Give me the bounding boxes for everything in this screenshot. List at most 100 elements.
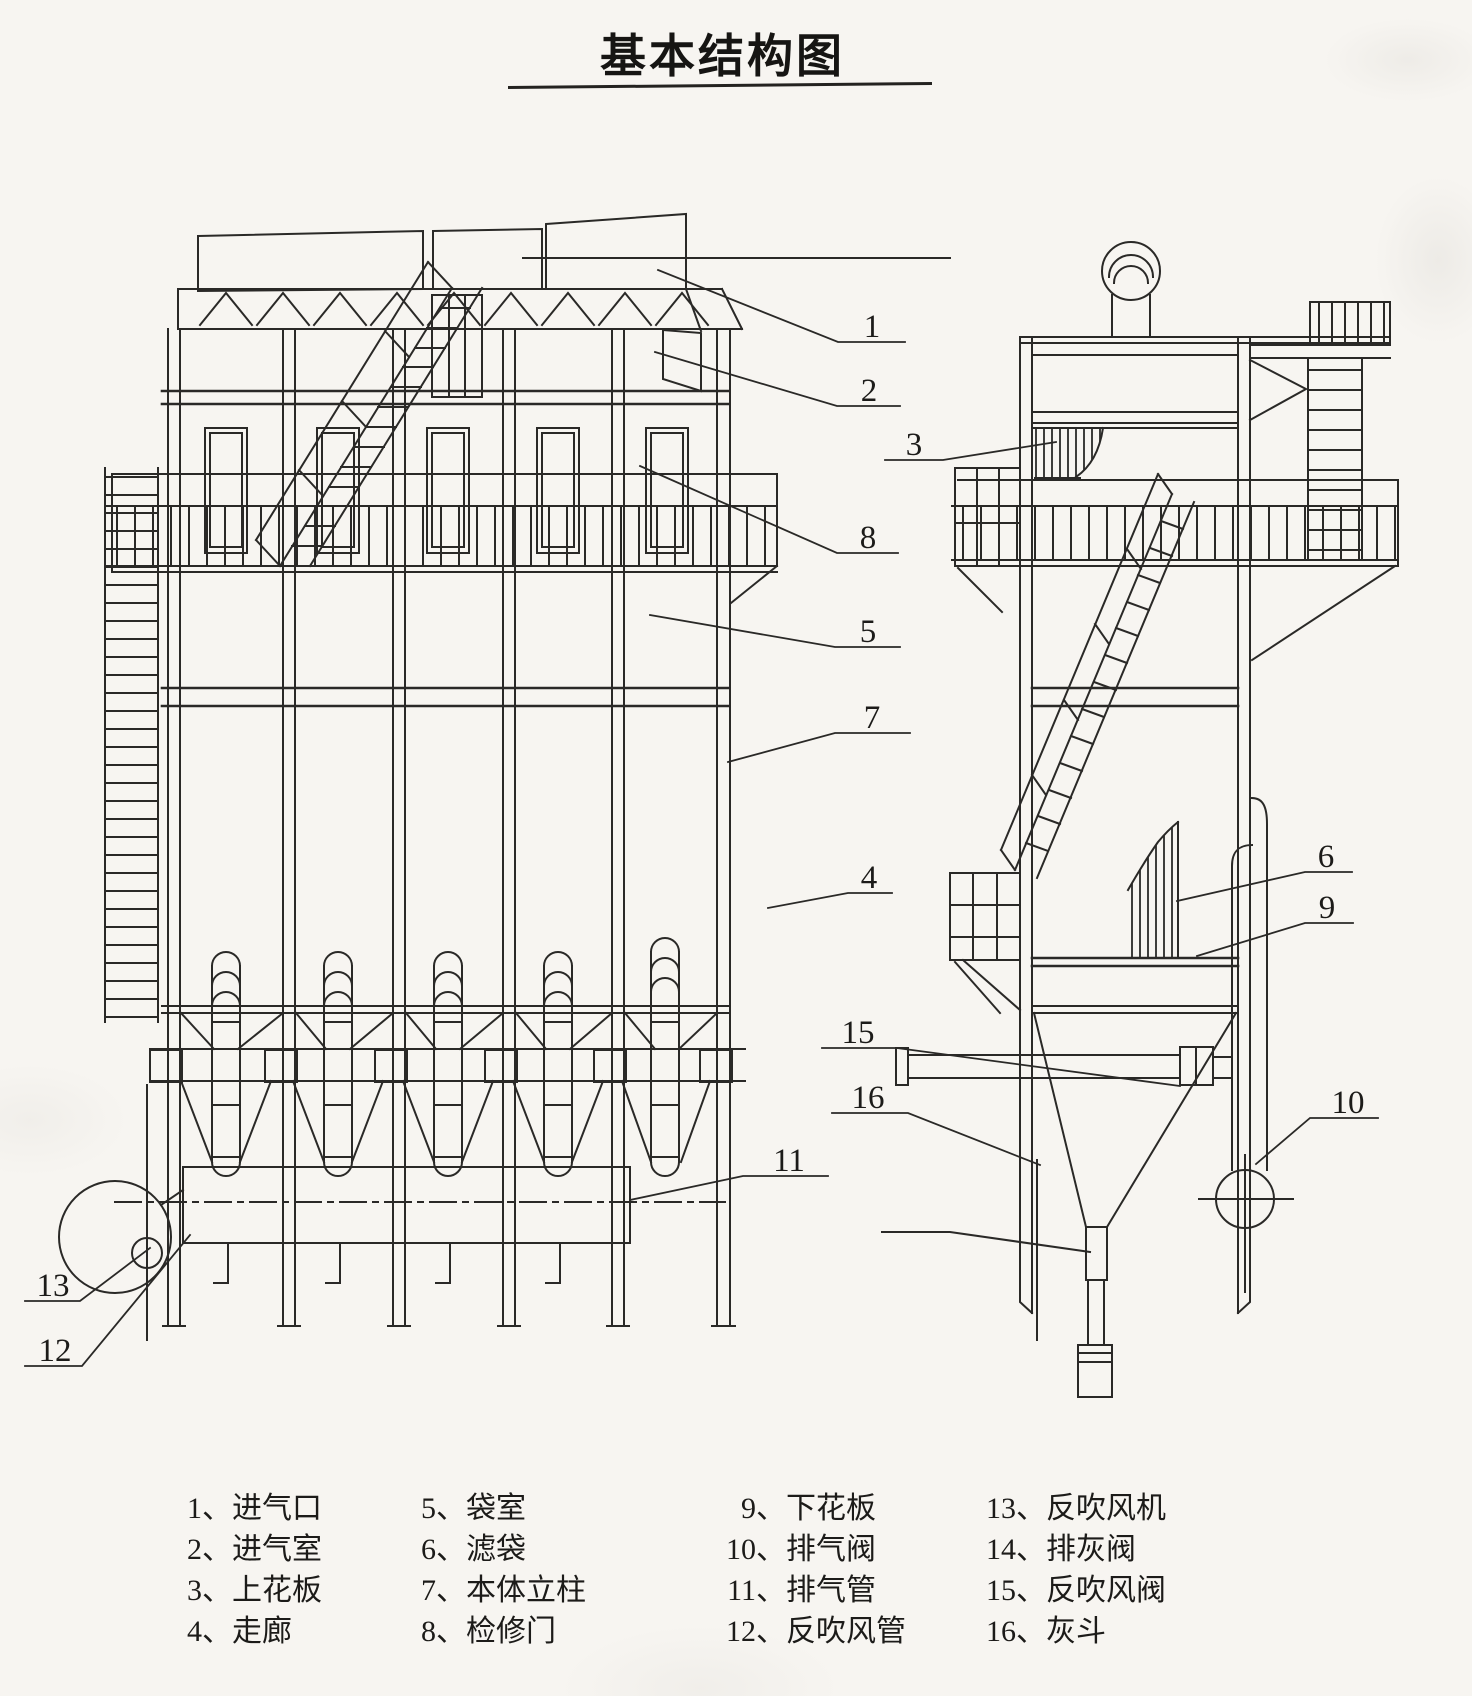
- legend-item: 4、走廊: [158, 1611, 322, 1652]
- top-right-platform: [1249, 301, 1391, 359]
- callout-13-number: 13: [37, 1268, 70, 1304]
- legend-item-name: 排气管: [786, 1574, 876, 1607]
- callout-16-number: 16: [852, 1080, 885, 1116]
- legend-item: 9、下花板: [712, 1488, 906, 1529]
- legend-item-num: 1: [187, 1492, 202, 1525]
- legend-item-num: 11: [727, 1574, 756, 1607]
- callout-10-number: 10: [1332, 1085, 1365, 1121]
- legend-item-name: 袋室: [466, 1492, 526, 1525]
- front-view: [58, 212, 779, 1341]
- legend-item-sep: 、: [1016, 1492, 1046, 1525]
- top-beams: [160, 389, 730, 406]
- callout-10: 10: [1254, 1085, 1379, 1166]
- hopper-section: [149, 1005, 746, 1164]
- legend-item-num: 15: [986, 1574, 1016, 1607]
- ash-discharge-valve: [1077, 1344, 1113, 1398]
- callout-9-number: 9: [1319, 890, 1336, 926]
- callout-7-number: 7: [864, 700, 881, 736]
- legend-item-num: 10: [726, 1533, 756, 1566]
- legend-item-num: 8: [421, 1615, 436, 1648]
- filter-bags: [1126, 820, 1180, 958]
- staircase-side: [999, 472, 1196, 880]
- legend-item: 7、本体立柱: [392, 1570, 586, 1611]
- callout-11-number: 11: [773, 1143, 805, 1179]
- column-bearing-blocks: [149, 1049, 733, 1083]
- legend-item: 13、反吹风机: [972, 1488, 1166, 1529]
- body-columns: [162, 328, 736, 1327]
- vent-stub: [1111, 294, 1151, 338]
- legend-item: 2、进气室: [158, 1529, 322, 1570]
- upper-left-platform: [954, 467, 1021, 567]
- side-view: [895, 241, 1399, 1398]
- page-title: 基本结构图: [600, 30, 845, 82]
- callout-15-number: 15: [842, 1015, 875, 1051]
- callout-4-number: 4: [861, 860, 878, 896]
- ash-hopper: [1031, 1005, 1239, 1398]
- legend-item: 15、反吹风阀: [972, 1570, 1166, 1611]
- stair-top-cage: [431, 294, 483, 398]
- legend-item: 6、滤袋: [392, 1529, 586, 1570]
- legend-column-3: 9、下花板 10、排气阀 11、排气管 12、反吹风管: [712, 1488, 906, 1652]
- lower-left-platform: [949, 872, 1022, 1015]
- legend-item-sep: 、: [436, 1574, 466, 1607]
- lower-tube-sheet: [1030, 956, 1240, 968]
- legend-item-num: 6: [421, 1533, 436, 1566]
- callout-2-number: 2: [861, 373, 878, 409]
- callout-8-number: 8: [860, 520, 877, 556]
- callout-12: 12: [24, 1233, 192, 1369]
- legend-item: 1、进气口: [158, 1488, 322, 1529]
- legend-item-sep: 、: [756, 1533, 786, 1566]
- legend-item-name: 排灰阀: [1046, 1533, 1136, 1566]
- legend-item: 16、灰斗: [972, 1611, 1166, 1652]
- legend-item-name: 灰斗: [1046, 1615, 1106, 1648]
- side-mid-beams: [1030, 686, 1240, 708]
- callout-5: 5: [648, 613, 901, 650]
- callout-15: 15: [821, 1015, 1182, 1088]
- legend-item: 10、排气阀: [712, 1529, 906, 1570]
- side-columns: [1019, 336, 1251, 1315]
- legend-item-name: 滤袋: [466, 1533, 526, 1566]
- legend-item: 11、排气管: [712, 1570, 906, 1611]
- legend-item-sep: 、: [202, 1533, 232, 1566]
- legend-column-1: 1、进气口 2、进气室 3、上花板 4、走廊: [158, 1488, 322, 1652]
- legend-item-sep: 、: [436, 1615, 466, 1648]
- discharge-valve-leader: [881, 1231, 1092, 1254]
- legend-item-sep: 、: [1016, 1533, 1046, 1566]
- legend-item-num: 2: [187, 1533, 202, 1566]
- side-ladder-left: [104, 467, 159, 1023]
- legend-item-name: 上花板: [232, 1574, 322, 1607]
- callout-3: 3: [884, 427, 1058, 463]
- inlet-drop-duct: [662, 287, 703, 393]
- legend-item-name: 本体立柱: [466, 1574, 586, 1607]
- legend-item-name: 反吹风阀: [1046, 1574, 1166, 1607]
- blowback-fan: [58, 1084, 185, 1341]
- legend-item-sep: 、: [436, 1492, 466, 1525]
- callout-13: 13: [24, 1246, 152, 1304]
- legend-item-sep: 、: [756, 1492, 786, 1525]
- legend-item-sep: 、: [1016, 1615, 1046, 1648]
- hopper-cones: [179, 1079, 712, 1164]
- legend-item-num: 16: [986, 1615, 1016, 1648]
- callout-1-number: 1: [864, 309, 881, 345]
- legend-item-num: 14: [986, 1533, 1016, 1566]
- legend-item-name: 反吹风管: [786, 1615, 906, 1648]
- legend-item-sep: 、: [1016, 1574, 1046, 1607]
- legend-column-4: 13、反吹风机 14、排灰阀 15、反吹风阀 16、灰斗: [972, 1488, 1166, 1652]
- callout-4: 4: [766, 860, 893, 910]
- exhaust-pipe: [1198, 796, 1294, 1293]
- legend-item: 3、上花板: [158, 1570, 322, 1611]
- exhaust-duct-box: [114, 1166, 726, 1284]
- legend-item-num: 5: [421, 1492, 436, 1525]
- walkway-bracket-right: [1250, 564, 1397, 662]
- callout-8: 8: [638, 464, 899, 556]
- filter-bag-tubes: [210, 937, 681, 1177]
- legend-item-num: 13: [986, 1492, 1016, 1525]
- walkway-band: [104, 473, 779, 605]
- legend-item-num: 7: [421, 1574, 436, 1607]
- upper-tube-sheet: [1034, 426, 1105, 479]
- legend-item-name: 检修门: [466, 1615, 556, 1648]
- callout-2: 2: [653, 350, 901, 409]
- legend-column-2: 5、袋室 6、滤袋 7、本体立柱 8、检修门: [392, 1488, 586, 1652]
